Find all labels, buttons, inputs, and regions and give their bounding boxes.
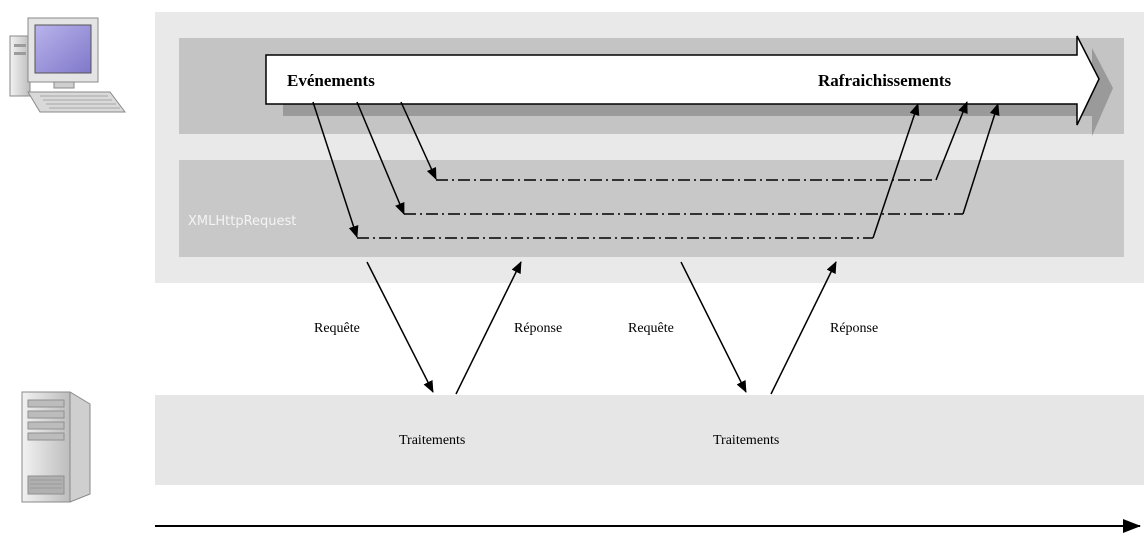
response-label: Réponse [830, 321, 878, 336]
client-timeline-arrow [265, 35, 1113, 136]
desktop-computer-icon [9, 17, 126, 113]
refresh-arrow [962, 103, 1000, 215]
processing-label: Traitements [399, 433, 465, 448]
request-label: Requête [628, 321, 674, 336]
response-arrow [455, 261, 522, 395]
refresh-arrow [935, 101, 968, 181]
ajax-band [179, 160, 1124, 257]
refresh-label: Rafraichissements [818, 71, 952, 90]
events-label: Evénements [287, 71, 375, 90]
processing-label: Traitements [713, 433, 779, 448]
ajax-layer-label: XMLHttpRequest [188, 214, 296, 229]
request-arrow [366, 261, 434, 393]
event-arrow [312, 101, 359, 238]
request-label: Requête [314, 321, 360, 336]
event-arrow [400, 101, 437, 180]
response-label: Réponse [514, 321, 562, 336]
refresh-arrow [872, 103, 920, 239]
response-arrow [770, 261, 837, 395]
event-arrow [356, 101, 405, 215]
server-tower-icon [21, 391, 91, 503]
server-panel [155, 395, 1144, 485]
request-arrow [680, 261, 747, 393]
